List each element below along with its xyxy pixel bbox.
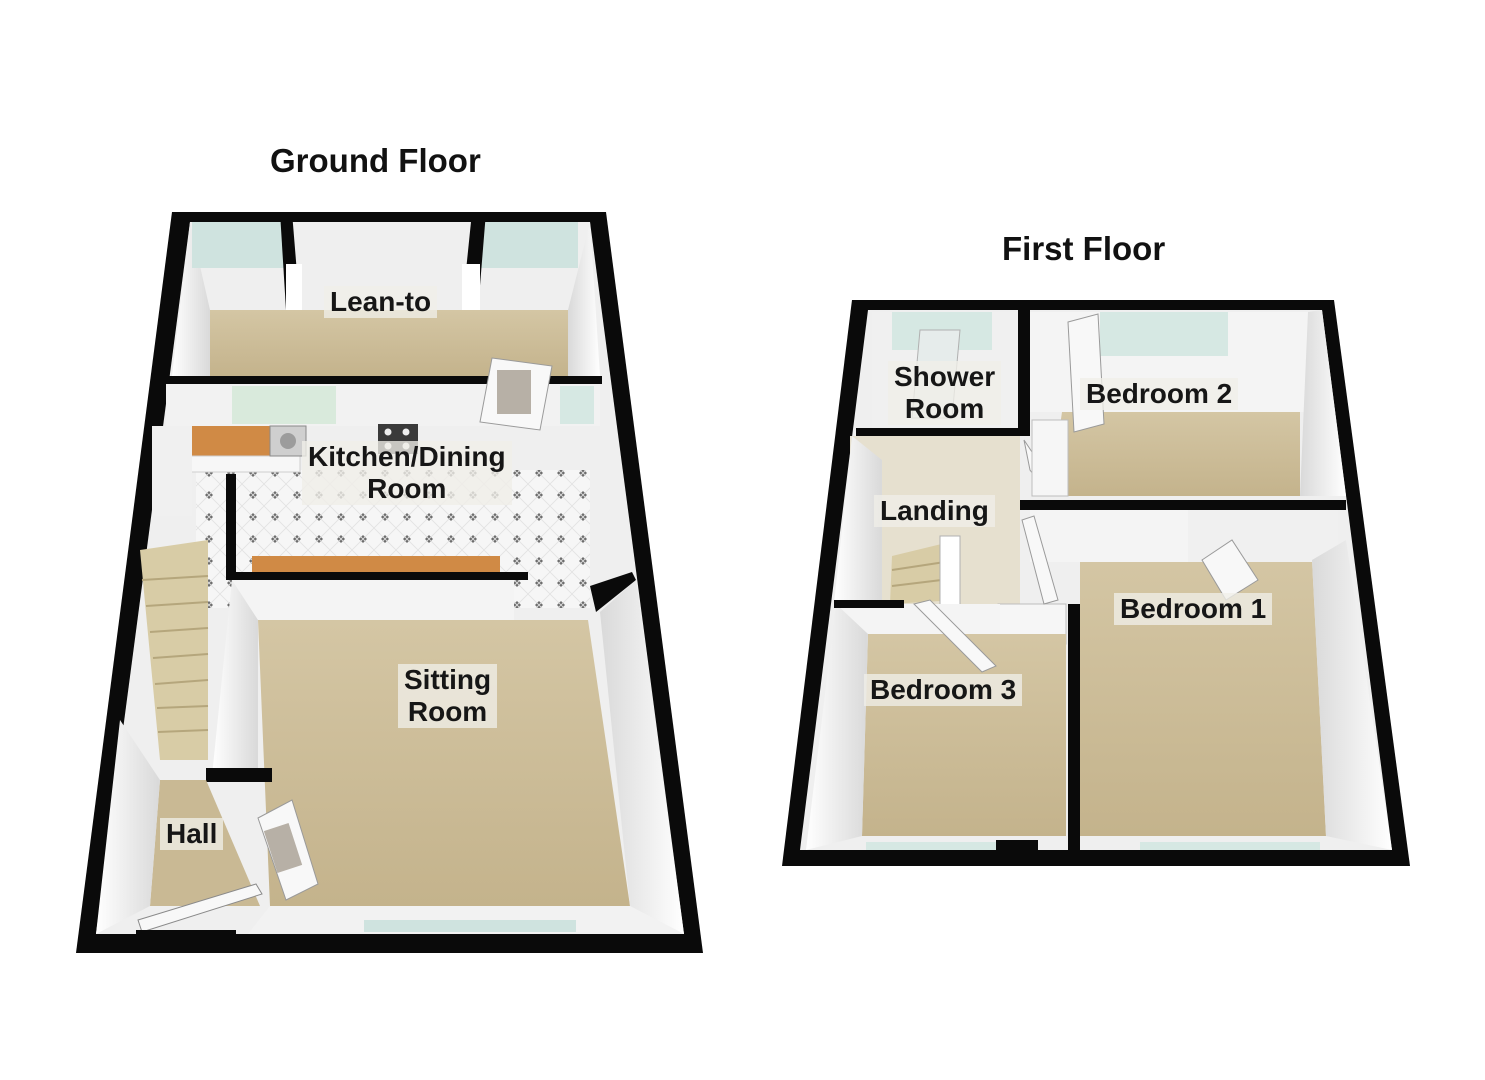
stair-treads (141, 575, 209, 733)
bedroom3-floor (862, 634, 1066, 836)
bedroom3-front-window (866, 842, 996, 850)
kitchen-right-wall-stub (590, 572, 636, 612)
bedroom1-door[interactable] (1021, 515, 1059, 605)
back-door-glazing (497, 370, 531, 414)
first-floor-plan (782, 300, 1410, 866)
sitting-door-glazing (263, 823, 303, 873)
lean-to-window-right (478, 222, 578, 268)
lean-to-pier-face-left (286, 264, 302, 310)
lean-to-window-left (192, 222, 284, 268)
bedroom3-left-wall (806, 604, 868, 850)
landing-banister (939, 535, 961, 607)
bedroom1-bedroom3-wall (1068, 604, 1080, 850)
hob-ring (402, 428, 410, 436)
first-front-pier (996, 840, 1038, 866)
kitchen-sink-bowl (280, 433, 296, 449)
sitting-back-wall (232, 580, 514, 620)
first-floor-title: First Floor (1002, 230, 1166, 267)
bedroom2-cupboard (1031, 419, 1069, 497)
bedroom1-right-wall (1312, 540, 1392, 850)
front-door-step (136, 930, 236, 936)
sitting-left-wall (212, 580, 258, 776)
lean-to-right-wall (568, 222, 600, 376)
bedroom3-back-wall (836, 604, 1000, 634)
room-label-bedroom-2: Bedroom 2 (1080, 378, 1239, 410)
ground-stairs (140, 540, 208, 760)
bedroom1-front-window (1140, 842, 1320, 850)
ground-floor-title: Ground Floor (270, 142, 481, 179)
bedroom1-wardrobe-door[interactable] (1201, 539, 1259, 601)
sitting-right-wall (600, 580, 684, 934)
bedroom2-floor (1050, 412, 1300, 496)
sitting-front-window-glass (364, 920, 576, 932)
room-label-bedroom-1: Bedroom 1 (1114, 593, 1273, 625)
bedroom2-window (1100, 312, 1228, 356)
lean-to-pier-face-right (462, 264, 480, 310)
bedroom2-right-wall (1300, 310, 1346, 496)
shower-room-wall-bottom (856, 428, 1022, 436)
lean-to-left-wall (172, 222, 210, 376)
kitchen-window-right (560, 386, 594, 424)
sitting-room-floor (258, 620, 630, 906)
kitchen-sitting-wall (226, 572, 528, 580)
room-label-landing: Landing (874, 495, 995, 527)
bedroom3-landing-wall (834, 600, 904, 608)
bedroom2-wardrobe-door[interactable] (1067, 313, 1105, 433)
bedroom1-back-wall (1030, 510, 1188, 562)
lean-to-floor (210, 310, 568, 376)
landing-bedroom1-wall (1020, 500, 1346, 510)
landing-left-wall (834, 436, 882, 604)
room-label-lean-to: Lean-to (324, 286, 438, 318)
kitchen-window (232, 386, 336, 424)
hall-partition (226, 474, 236, 580)
kitchen-cabinets (185, 455, 301, 473)
sitting-hall-wall (206, 768, 272, 782)
hob-ring (384, 428, 392, 436)
bedroom3-door[interactable] (913, 599, 997, 673)
kitchen-left-wall-face (152, 426, 192, 516)
bedroom1-floor (1080, 560, 1326, 836)
hall-left-wall (96, 720, 160, 934)
room-label-bedroom-3: Bedroom 3 (864, 674, 1023, 706)
front-door[interactable] (137, 883, 263, 933)
kitchen-breakfast-bar (252, 556, 500, 576)
room-label-hall: Hall (160, 818, 224, 850)
shower-bedroom2-wall (1018, 300, 1030, 436)
